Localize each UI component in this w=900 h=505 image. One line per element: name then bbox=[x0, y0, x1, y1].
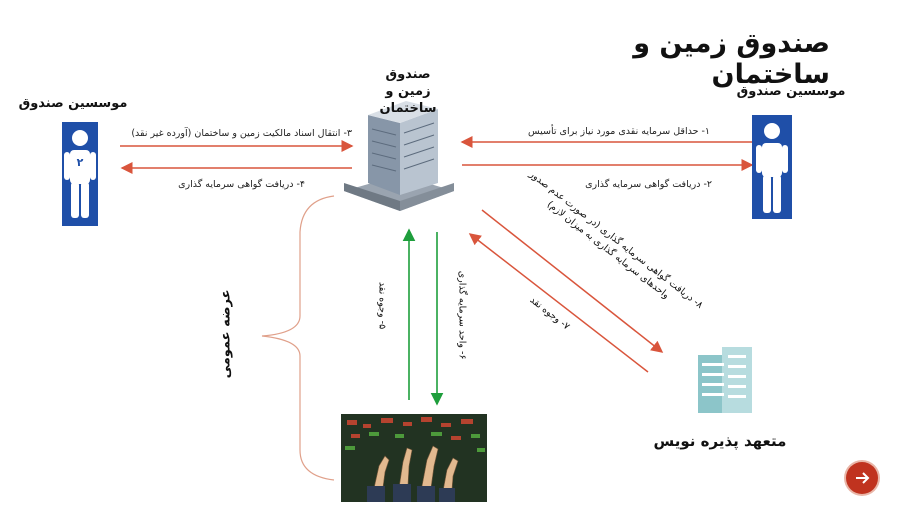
underwriter-building-icon bbox=[694, 347, 756, 415]
label-step4: ۴- دریافت گواهی سرمایه گذاری bbox=[178, 179, 305, 190]
arrow-step7 bbox=[468, 233, 649, 373]
founders-left-number: ۲ bbox=[76, 156, 84, 169]
public-trading-floor-image bbox=[341, 414, 487, 502]
founders-left-person-icon: ۲ bbox=[62, 122, 98, 226]
underwriter-label: متعهد پذیره نویس bbox=[653, 432, 787, 450]
label-step1: ۱- حداقل سرمایه نقدی مورد نیاز برای تأسی… bbox=[528, 126, 710, 137]
diagram-title: صندوق زمین و ساختمان bbox=[633, 28, 830, 90]
next-slide-button[interactable] bbox=[846, 462, 878, 494]
founders-right-label: موسسین صندوق bbox=[736, 84, 846, 99]
public-offering-brace bbox=[261, 195, 335, 481]
fund-office-building-icon bbox=[340, 95, 458, 213]
arrow-step8 bbox=[481, 209, 664, 353]
public-offering-label: عرضه عمومی bbox=[218, 289, 234, 379]
founders-right-person-icon bbox=[752, 115, 792, 219]
label-step2: ۲- دریافت گواهی سرمایه گذاری bbox=[585, 179, 712, 190]
label-step6: ۶- واحد سرمایه گذاری bbox=[456, 270, 468, 360]
arrow-icon bbox=[856, 472, 870, 484]
label-step5: ۵- وجوه نقد bbox=[376, 281, 388, 330]
label-step3: ۳- انتقال اسناد مالکیت زمین و ساختمان (آ… bbox=[131, 128, 352, 139]
fund-label: صندوق زمین و ساختمان bbox=[379, 67, 437, 116]
founders-left-label: موسسین صندوق bbox=[18, 96, 128, 111]
